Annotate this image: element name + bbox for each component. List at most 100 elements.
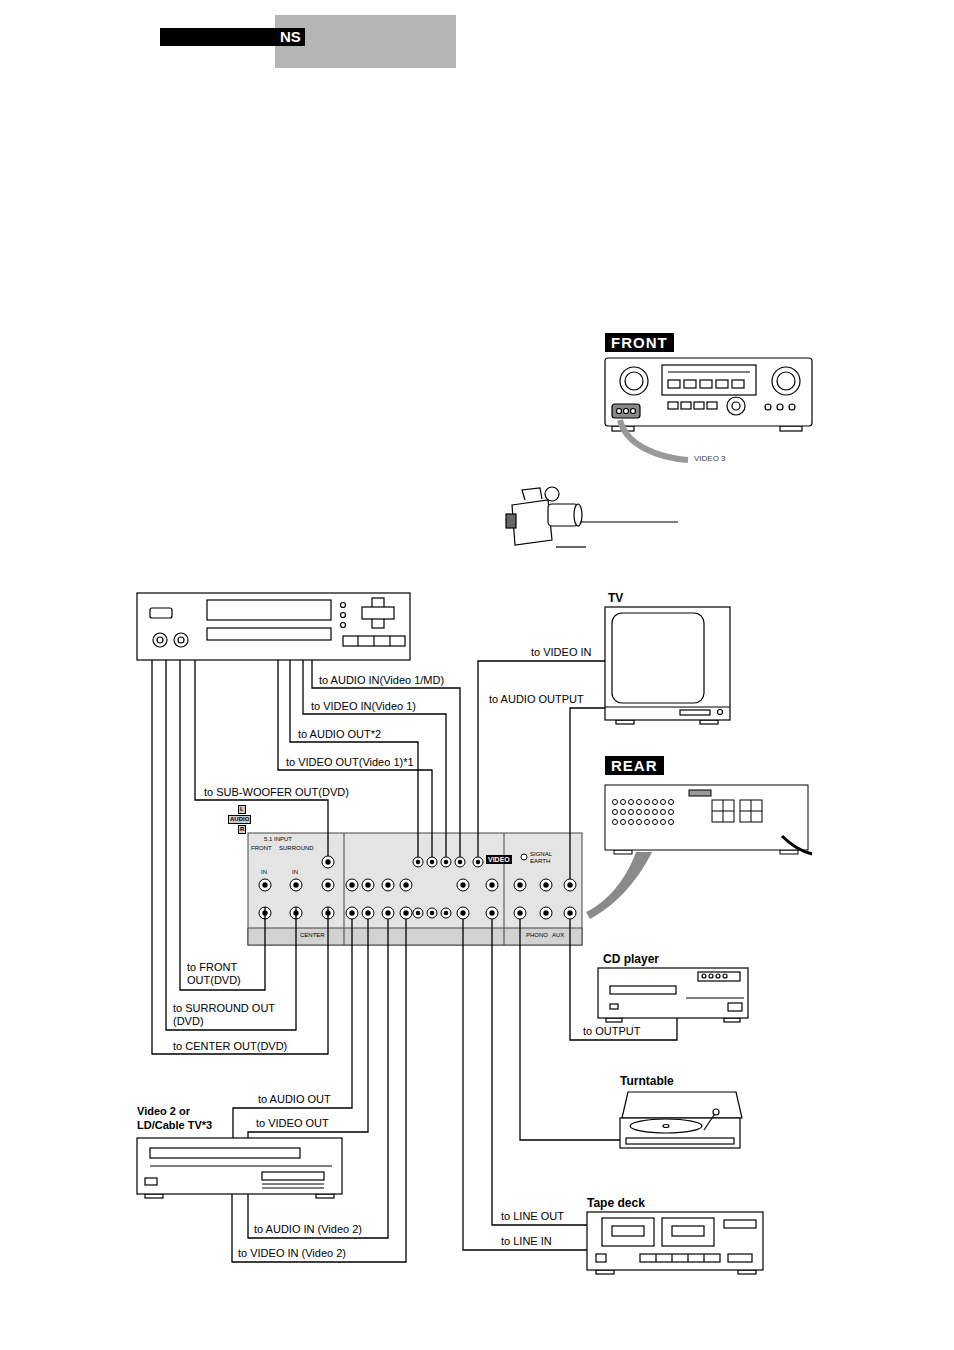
receiver-front-drawing	[780, 426, 802, 431]
jack-socket	[259, 856, 576, 919]
jack-socket	[382, 879, 394, 891]
receiver-front-drawing	[684, 380, 696, 388]
receiver-front-drawing	[605, 358, 812, 426]
jack-socket	[564, 907, 576, 919]
receiver-rear-drawing	[653, 820, 658, 825]
jack-panel-drawing	[521, 854, 527, 860]
cd-player-drawing	[698, 972, 740, 981]
receiver-front-drawing	[631, 409, 636, 414]
turntable-drawing	[620, 1092, 742, 1148]
jack-panel-drawing	[248, 833, 582, 945]
video-2-drawing	[137, 1138, 342, 1194]
jack-socket	[362, 879, 374, 891]
jack-pin	[444, 911, 449, 916]
device-heading: Turntable	[620, 1074, 674, 1088]
receiver-front-drawing	[624, 409, 629, 414]
jack-socket	[400, 907, 412, 919]
jack-pin	[365, 882, 370, 887]
wire-label: to VIDEO OUT	[255, 1117, 330, 1130]
tape-deck-drawing	[662, 1218, 714, 1246]
tape-deck-drawing	[728, 1254, 752, 1262]
view-badge: FRONT	[605, 333, 674, 352]
jack-pin	[365, 910, 370, 915]
wire-label: to CENTER OUT(DVD)	[172, 1040, 288, 1053]
tv-drawing	[605, 706, 730, 707]
jack-pin	[349, 882, 354, 887]
jack-panel-drawing	[344, 833, 345, 945]
cd-player-drawing	[723, 974, 727, 978]
jack-pin	[517, 910, 522, 915]
turntable-drawing	[713, 1109, 719, 1115]
turntable-drawing	[622, 1092, 742, 1118]
cd-player-drawing	[610, 986, 676, 994]
dvd-player-drawing	[207, 600, 331, 620]
jack-pin	[543, 882, 548, 887]
wire-label: to VIDEO IN (Video 2)	[237, 1247, 347, 1260]
wire-label: to AUDIO OUT	[257, 1093, 332, 1106]
receiver-rear-drawing	[629, 820, 634, 825]
jack-socket	[441, 857, 451, 867]
dvd-player-drawing	[373, 636, 374, 646]
tape-deck-drawing	[687, 1254, 688, 1262]
video-2-drawing	[137, 1138, 342, 1198]
video-2-drawing	[145, 1178, 157, 1185]
cd-player-drawing	[598, 968, 748, 1018]
device-box: CD player	[598, 968, 748, 1018]
tape-deck-drawing	[612, 1226, 644, 1236]
receiver-rear-drawing	[613, 800, 674, 825]
dvd-player-drawing	[137, 593, 410, 660]
receiver-rear-drawing	[586, 785, 812, 919]
receiver-rear-drawing	[723, 800, 724, 822]
receiver-rear-drawing	[661, 810, 666, 815]
view-badge: REAR	[605, 756, 664, 775]
panel-label: PHONO	[526, 932, 548, 939]
video-2-drawing	[262, 1187, 324, 1188]
jack-socket	[346, 907, 358, 919]
jack-label: VIDEO 3	[694, 454, 726, 464]
jack-pin	[293, 882, 298, 887]
wire-connector	[232, 945, 406, 1262]
wire-label: to LINE OUT	[500, 1210, 565, 1223]
wire	[152, 660, 570, 1054]
device-box: TV	[605, 607, 730, 720]
receiver-rear-drawing	[613, 800, 618, 805]
turntable-drawing	[663, 1125, 669, 1128]
receiver-rear-drawing	[613, 820, 618, 825]
wire	[569, 919, 570, 945]
panel-label: CENTER	[300, 932, 325, 939]
jack-socket	[486, 879, 498, 891]
wire	[367, 919, 368, 945]
tape-deck-drawing	[655, 1254, 656, 1262]
receiver-rear-drawing	[621, 820, 626, 825]
tv-drawing	[605, 607, 730, 720]
receiver-rear-drawing	[782, 836, 812, 854]
camcorder-drawing	[545, 487, 559, 501]
dvd-player-drawing	[207, 628, 331, 640]
wire	[351, 919, 352, 945]
cd-player-drawing	[728, 1003, 742, 1011]
tv-drawing	[718, 710, 723, 715]
device-heading: Video 2 or LD/Cable TV*3	[137, 1104, 229, 1132]
camcorder-drawing	[512, 500, 552, 545]
dvd-player-drawing	[362, 607, 394, 619]
wire-label: to SUB-WOOFER OUT(DVD)	[203, 786, 350, 799]
receiver-rear-drawing	[637, 800, 642, 805]
receiver-rear-drawing	[780, 850, 798, 854]
receiver-front-drawing	[662, 365, 756, 395]
jack-socket	[457, 907, 469, 919]
jack-pin	[444, 860, 449, 865]
receiver-front-drawing	[612, 404, 640, 418]
wire-label: to AUDIO IN (Video 2)	[253, 1223, 363, 1236]
receiver-front-drawing	[727, 397, 745, 415]
receiver-front-drawing	[694, 402, 704, 409]
receiver-front-drawing	[620, 420, 688, 460]
cd-player-drawing	[709, 974, 713, 978]
jack-pin	[385, 882, 390, 887]
device-box: Video 2 or LD/Cable TV*3	[137, 1138, 342, 1194]
tv-drawing	[612, 613, 704, 703]
tape-deck-drawing	[602, 1218, 654, 1246]
channel-marker: AUDIO	[228, 815, 251, 824]
tape-deck-drawing	[703, 1254, 704, 1262]
wire-connector	[520, 945, 620, 1140]
